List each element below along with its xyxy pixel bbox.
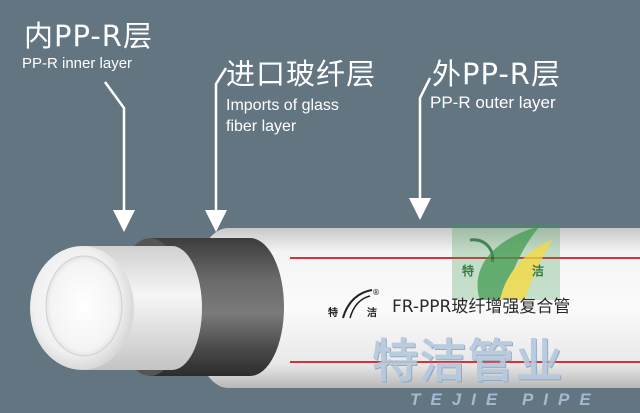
pipe-print-logo bbox=[342, 289, 373, 319]
pipe-print-brand-char-2: 洁 bbox=[367, 308, 377, 319]
pipe-print-brand-char-1: 特 bbox=[328, 308, 338, 319]
inner-layer-label-zh: 内PP-R层 bbox=[24, 19, 153, 53]
inner-layer-label-en: PP-R inner layer bbox=[22, 55, 133, 72]
inner-layer bbox=[30, 246, 202, 370]
logo-char-1: 特 bbox=[462, 264, 475, 278]
glass-layer-label-en-line1: Imports of glass bbox=[226, 97, 339, 114]
registered-mark: ® bbox=[372, 288, 380, 297]
watermark-chinese: 特洁管业 bbox=[372, 334, 564, 388]
pipe-print-product-text: FR-PPR玻纤增强复合管 bbox=[392, 297, 571, 317]
glass-layer-label-zh: 进口玻纤层 bbox=[226, 57, 377, 91]
outer-layer-label-zh: 外PP-R层 bbox=[432, 57, 561, 91]
arrow-glass-layer-icon bbox=[205, 67, 228, 232]
arrow-outer-layer-icon bbox=[409, 77, 432, 220]
brand-logo bbox=[452, 224, 560, 300]
logo-char-2: 洁 bbox=[532, 264, 545, 278]
watermark-english: TEJIE PIPE bbox=[410, 390, 601, 409]
glass-layer-label-en-line2: fiber layer bbox=[226, 118, 297, 135]
pipe-bore bbox=[45, 255, 123, 357]
pointer-arrows bbox=[103, 67, 432, 232]
arrow-inner-layer-icon bbox=[103, 81, 135, 232]
outer-layer-label-en: PP-R outer layer bbox=[430, 93, 556, 112]
